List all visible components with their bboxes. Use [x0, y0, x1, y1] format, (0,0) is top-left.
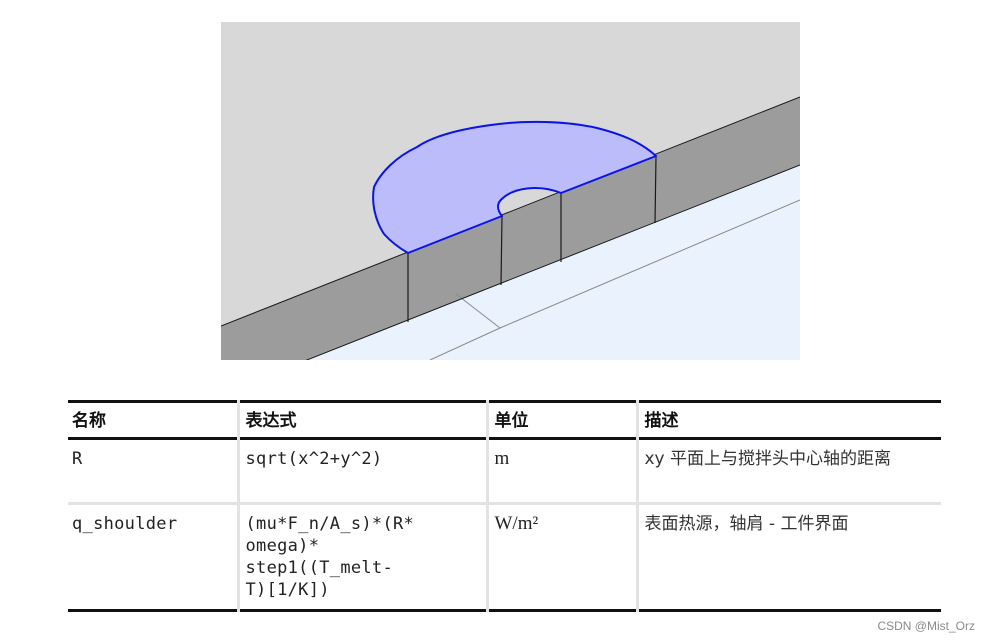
top-edge: [221, 96, 800, 327]
watermark: CSDN @Mist_Orz: [877, 619, 975, 633]
header-unit: 单位: [485, 401, 637, 439]
cell-description: 表面热源，轴肩 - 工件界面: [635, 503, 941, 611]
cell-description: xy 平面上与搅拌头中心轴的距离: [635, 438, 941, 504]
side-face: [221, 97, 800, 360]
cell-unit: m: [485, 438, 637, 504]
header-name: 名称: [72, 411, 106, 431]
header-expression: 表达式: [236, 401, 487, 439]
plane-grid-line: [429, 327, 501, 360]
bottom-edge: [305, 164, 800, 360]
expression-line: step1((T_melt-: [245, 558, 393, 578]
cell-name: R: [72, 449, 83, 469]
table-row: q_shoulder (mu*F_n/A_s)*(R* omega)* step…: [68, 503, 941, 611]
cell-name: q_shoulder: [72, 514, 178, 534]
partition-line: [654, 155, 657, 224]
variables-table: 名称 表达式 单位 描述 R sqrt(x^2+y^2) m xy 平面上与搅拌…: [68, 400, 941, 612]
expression-line: (mu*F_n/A_s)*(R*: [245, 514, 415, 534]
cell-expression: sqrt(x^2+y^2): [236, 438, 487, 504]
expression-line: omega)*: [245, 536, 320, 556]
shoulder-contact-region: [372, 120, 657, 254]
header-description: 描述: [635, 401, 941, 439]
expression-line: T)[1/K]): [245, 580, 330, 600]
cell-unit: W/m²: [485, 503, 637, 611]
geometry-figure: [221, 22, 800, 360]
cell-expression: (mu*F_n/A_s)*(R* omega)* step1((T_melt- …: [236, 503, 487, 611]
variables-table-container: 名称 表达式 单位 描述 R sqrt(x^2+y^2) m xy 平面上与搅拌…: [68, 400, 941, 612]
plane-grid-line: [499, 199, 800, 329]
table-header-row: 名称 表达式 单位 描述: [68, 401, 941, 439]
expression-line: sqrt(x^2+y^2): [245, 449, 383, 469]
lower-plane-front: [221, 165, 800, 360]
geometry-3d-view: [221, 22, 800, 360]
plane-grid-line: [455, 293, 501, 329]
table-row: R sqrt(x^2+y^2) m xy 平面上与搅拌头中心轴的距离: [68, 438, 941, 504]
partition-line: [500, 215, 503, 286]
